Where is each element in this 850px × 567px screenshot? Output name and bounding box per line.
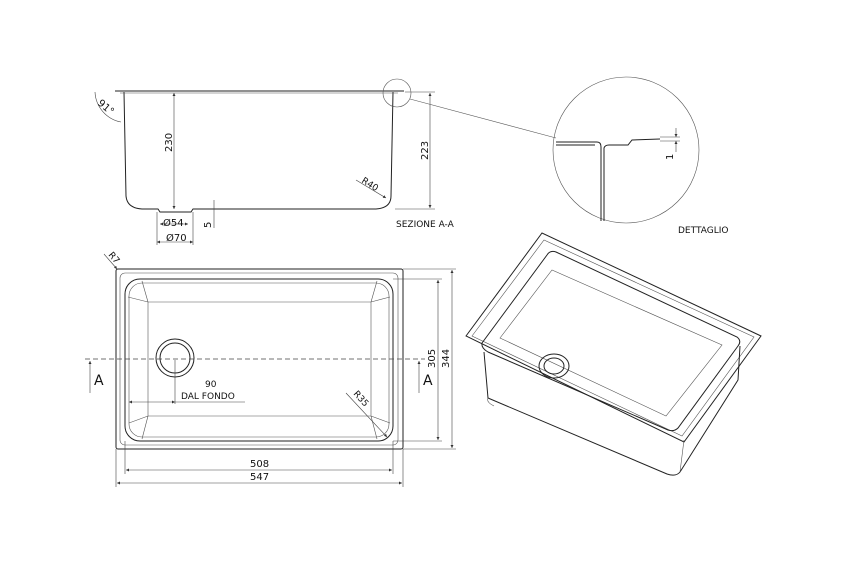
- isometric-view: [465, 232, 762, 476]
- dim-230: 230: [164, 133, 175, 152]
- section-marker-left: A: [94, 373, 104, 389]
- dim-547: 547: [250, 472, 269, 483]
- section-marker-right: A: [423, 373, 433, 389]
- angle-arc: [94, 91, 122, 123]
- dim-344: 344: [441, 349, 452, 368]
- detail-view: 1 DETTAGLIO: [552, 76, 728, 236]
- section-view: 230 223 91° R40 Ø54 Ø70 5 SEZIONE A-A: [94, 78, 557, 245]
- dia-70: Ø70: [166, 232, 187, 244]
- dim-305: 305: [427, 349, 438, 368]
- drain-distance-note: DAL FONDO: [181, 392, 235, 402]
- dim-223: 223: [420, 141, 431, 160]
- angle-91: 91°: [95, 98, 116, 118]
- radius-r35: R35: [351, 389, 370, 409]
- section-label: SEZIONE A-A: [396, 220, 455, 230]
- iso-drain-inner: [543, 357, 565, 375]
- dim-508: 508: [250, 459, 269, 470]
- iso-drain-outer: [538, 353, 570, 379]
- detail-label: DETTAGLIO: [678, 226, 728, 236]
- radius-r40: R40: [359, 176, 380, 194]
- dia-54: Ø54: [163, 217, 184, 229]
- plan-view: A A R7 R35 90 DAL FONDO 305 344 508 547: [85, 251, 456, 487]
- radius-r7: R7: [106, 251, 121, 267]
- drain-distance: 90: [205, 380, 217, 390]
- section-profile: [115, 90, 404, 213]
- dim-5: 5: [203, 222, 214, 228]
- thickness-1: 1: [665, 154, 676, 160]
- detail-callout-circle: [382, 78, 412, 108]
